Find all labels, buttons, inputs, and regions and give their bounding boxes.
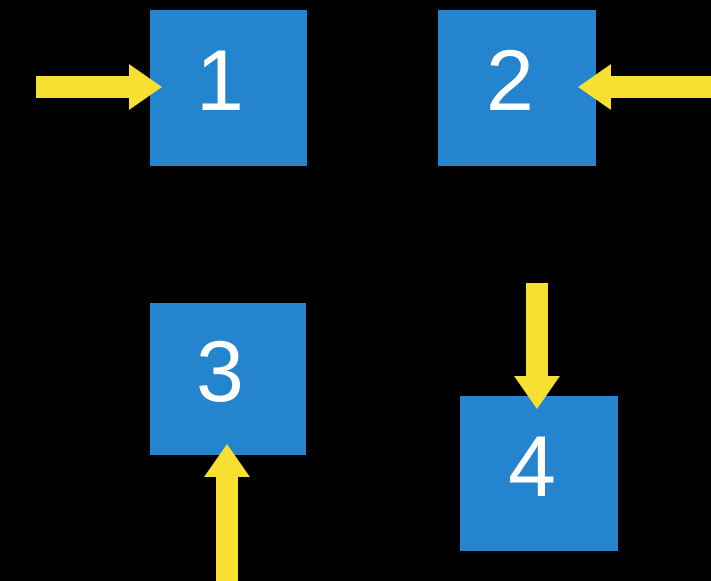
arrow-down-icon <box>514 283 560 409</box>
arrow-left-icon <box>578 64 711 110</box>
node-4-box[interactable] <box>460 396 618 551</box>
node-2-label: 2 <box>486 33 534 129</box>
arrow-up-icon <box>204 444 250 581</box>
arrow-right-icon <box>36 64 162 110</box>
node-1-box[interactable] <box>150 10 307 166</box>
node-4-label: 4 <box>508 419 556 515</box>
node-3-label: 3 <box>196 324 244 420</box>
node-3-box[interactable] <box>150 303 306 455</box>
node-1-label: 1 <box>196 33 244 129</box>
node-2-box[interactable] <box>438 10 596 166</box>
